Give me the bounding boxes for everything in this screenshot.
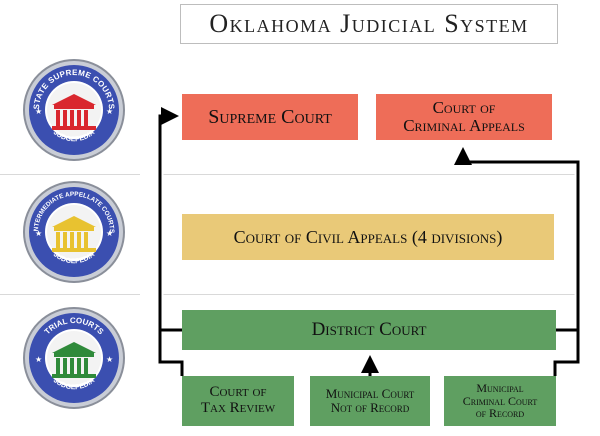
criminal-appeals-label-line2: Criminal Appeals xyxy=(403,116,525,135)
municipal-court-not-of-record-box: Municipal Court Not of Record xyxy=(310,376,430,426)
court-of-tax-review-box: Court of Tax Review xyxy=(182,376,294,426)
arrow-tax-review-to-supreme xyxy=(158,107,184,376)
civil-appeals-label: Court of Civil Appeals (4 divisions) xyxy=(233,226,503,247)
intermediate-appellate-courts-badge: INTERMEDIATE APPELLATE COURTS JUDGEPEDIA… xyxy=(22,180,125,283)
svg-text:★: ★ xyxy=(106,355,113,364)
criminal-appeals-label-line1: Court of xyxy=(432,98,496,118)
municipal-not-record-label-line1: Municipal Court xyxy=(325,386,415,402)
tier-divider-2 xyxy=(0,294,140,295)
municipal-criminal-court-of-record-box: Municipal Criminal Court of Record xyxy=(444,376,556,426)
tax-review-label-line1: Court of xyxy=(209,384,267,401)
tier-divider-1 xyxy=(0,174,140,175)
svg-text:★: ★ xyxy=(35,107,42,116)
diagram-title: Oklahoma Judicial System xyxy=(209,9,529,38)
district-court-box: District Court xyxy=(182,310,556,350)
svg-text:★: ★ xyxy=(35,229,42,238)
court-of-civil-appeals-box: Court of Civil Appeals (4 divisions) xyxy=(182,214,554,260)
tax-review-label-line2: Tax Review xyxy=(200,400,276,416)
municipal-record-label-line3: of Record xyxy=(475,406,525,421)
state-supreme-courts-badge: STATE SUPREME COURTS JUDGEPEDIA ★ ★ xyxy=(23,59,125,161)
municipal-record-label-line2: Criminal Court xyxy=(462,393,538,408)
municipal-record-label-line1: Municipal xyxy=(476,381,524,396)
diagram-title-box: Oklahoma Judicial System xyxy=(180,4,558,44)
arrow-municipal-record-to-criminal-appeals xyxy=(553,330,580,376)
district-court-label: District Court xyxy=(311,319,427,341)
municipal-not-record-label-line2: Not of Record xyxy=(330,400,410,415)
tier-divider-4 xyxy=(160,294,580,295)
tier-divider-3 xyxy=(160,174,580,175)
supreme-court-box: Supreme Court xyxy=(182,94,358,140)
svg-text:★: ★ xyxy=(35,355,42,364)
trial-courts-badge: TRIAL COURTS JUDGEPEDIA ★ ★ xyxy=(23,307,125,409)
court-of-criminal-appeals-box: Court of Criminal Appeals xyxy=(376,94,552,140)
svg-text:★: ★ xyxy=(106,107,113,116)
supreme-court-label: Supreme Court xyxy=(208,105,332,128)
svg-text:★: ★ xyxy=(106,229,113,238)
arrow-district-to-criminal-appeals xyxy=(454,147,580,332)
